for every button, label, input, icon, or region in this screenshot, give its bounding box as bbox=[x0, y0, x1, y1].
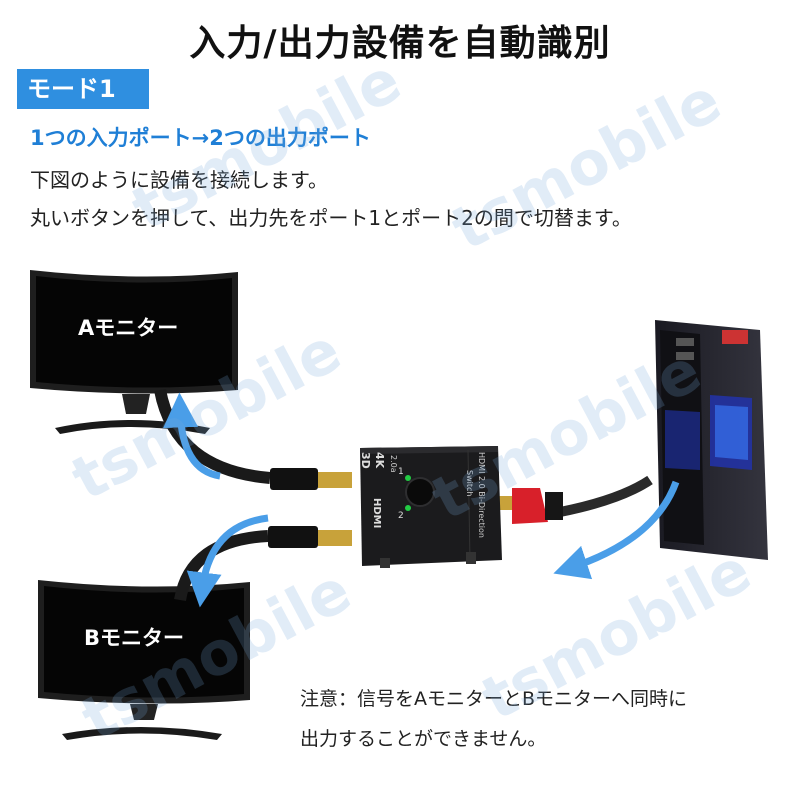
cable-pc bbox=[559, 475, 653, 517]
port-number-2: 2 bbox=[398, 511, 404, 521]
subtitle: 1つの入力ポート→2つの出力ポート bbox=[30, 126, 371, 150]
port-number-1: 1 bbox=[398, 467, 404, 477]
arrow-from-pc bbox=[553, 480, 680, 580]
note-line-2: 出力することができません。 bbox=[300, 728, 547, 750]
switch-label-hdmi: HDMI bbox=[371, 498, 382, 529]
description-line-1: 下図のように設備を接続します。 bbox=[30, 168, 328, 192]
monitor-b bbox=[38, 580, 250, 740]
led-port-2 bbox=[405, 505, 411, 511]
pc-tower bbox=[655, 320, 768, 560]
note-line-1: 注意：信号をAモニターとBモニターへ同時に bbox=[300, 688, 688, 710]
led-port-1 bbox=[405, 475, 411, 481]
hdmi-switch-box bbox=[360, 446, 502, 568]
arrow-to-monitor-a bbox=[163, 392, 221, 480]
monitor-a bbox=[30, 270, 238, 434]
switch-button bbox=[405, 477, 435, 507]
description-line-2: 丸いボタンを押して、出力先をポート1とポート2の間で切替ます。 bbox=[30, 206, 632, 230]
arrow-to-monitor-b bbox=[186, 514, 269, 608]
cable-monitor-b bbox=[174, 530, 269, 602]
hdmi-plug-in bbox=[492, 488, 563, 524]
page-title: 入力/出力設備を自動識別 bbox=[189, 23, 611, 64]
hdmi-plug-out-1 bbox=[270, 468, 352, 490]
switch-label-3d: 3D bbox=[359, 452, 372, 469]
mode-badge: モード1 bbox=[17, 69, 149, 109]
monitor-a-label: Aモニター bbox=[78, 316, 179, 340]
hdmi-plug-out-2 bbox=[268, 526, 352, 548]
switch-label-4k: 4K bbox=[373, 452, 386, 469]
monitor-b-label: Bモニター bbox=[84, 626, 185, 650]
switch-label-version: 2.0a bbox=[389, 455, 398, 473]
